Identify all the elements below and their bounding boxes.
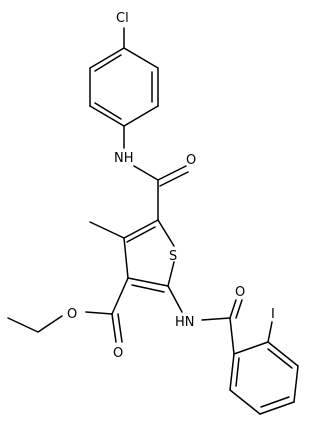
bond bbox=[127, 277, 169, 287]
bond bbox=[123, 237, 129, 279]
amide-nh-top-label: NH bbox=[114, 151, 134, 166]
iodine-label: I bbox=[271, 307, 275, 322]
bond-n-c bbox=[133, 165, 159, 181]
bond bbox=[126, 226, 156, 243]
bond-c-i bbox=[267, 321, 273, 343]
bond-ester-co-double bbox=[117, 313, 123, 343]
chlorine-label: Cl bbox=[116, 11, 129, 26]
amide-o-top-label: O bbox=[186, 153, 196, 168]
bond bbox=[131, 284, 165, 293]
bond bbox=[157, 219, 175, 247]
bond-ester-c-o bbox=[85, 311, 113, 315]
bond bbox=[94, 102, 122, 120]
amide-nh-bottom-label: HN bbox=[175, 315, 195, 330]
bond bbox=[94, 54, 122, 72]
bond-ch2-ch3 bbox=[7, 317, 39, 333]
bond bbox=[123, 219, 159, 239]
bond bbox=[123, 105, 159, 127]
bond bbox=[260, 396, 290, 408]
bond bbox=[123, 47, 159, 69]
bond-c-nh bbox=[167, 285, 183, 313]
bond bbox=[89, 105, 125, 127]
bond-nh-c bbox=[201, 317, 231, 321]
bond-methyl bbox=[89, 221, 125, 239]
bond bbox=[229, 353, 235, 391]
bond-c-aryl bbox=[229, 317, 235, 355]
bond-c-o bbox=[157, 165, 187, 181]
bond bbox=[235, 357, 240, 387]
bond bbox=[229, 389, 261, 415]
bond bbox=[259, 401, 295, 415]
ester-ether-o-label: O bbox=[67, 307, 77, 322]
bond-c-ester bbox=[111, 277, 129, 315]
bond bbox=[267, 348, 293, 369]
thiophene-ring bbox=[123, 219, 175, 293]
bond bbox=[233, 341, 269, 355]
bond-o-ch2 bbox=[37, 315, 63, 333]
bond-ester-co bbox=[111, 313, 117, 343]
chlorophenyl-ring bbox=[89, 47, 159, 127]
bond bbox=[167, 261, 175, 287]
iodophenyl-ring bbox=[229, 341, 299, 415]
bond bbox=[267, 341, 299, 367]
bond bbox=[89, 47, 125, 69]
bond-c-o-bottom bbox=[229, 299, 237, 319]
thiophene-s-label: S bbox=[169, 249, 177, 264]
bond bbox=[293, 365, 299, 403]
bond-c-o-double bbox=[159, 171, 189, 187]
amide-o-bottom-label: O bbox=[235, 285, 245, 300]
ester-carbonyl-o-label: O bbox=[113, 346, 123, 361]
bond-c-o-bottom-double bbox=[235, 299, 243, 319]
